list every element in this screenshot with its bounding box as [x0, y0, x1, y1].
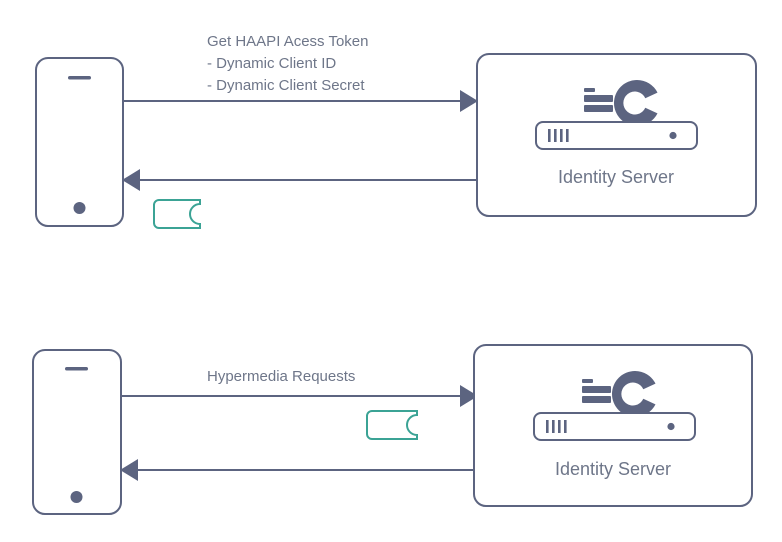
identity-server-label-2: Identity Server [555, 459, 671, 479]
server-rack-body-2 [533, 412, 696, 441]
server-rack-led-icon-2 [667, 422, 675, 431]
server-rack-vents-icon-1 [548, 129, 569, 142]
server-rack-vents-icon-2 [546, 420, 567, 433]
flow1-request-arrow [124, 90, 478, 112]
phone-home-button-icon-2 [70, 491, 83, 503]
flow2-token-badge-icon [366, 410, 418, 440]
flow2-response-arrowhead-icon [120, 459, 138, 481]
flow1-label-line1: Get HAAPI Acess Token [207, 33, 368, 50]
flow2-response-arrow [120, 459, 474, 481]
phone-home-button-icon-1 [73, 202, 86, 214]
flow1-token-shape [153, 199, 201, 229]
flow2-request-arrowhead-icon [460, 385, 478, 407]
server-rack-led-icon-1 [669, 131, 677, 140]
server-rack-body-1 [535, 121, 698, 150]
flow-section-hypermedia: Hypermedia Requests [32, 344, 753, 515]
server-rack-icon-2 [533, 412, 696, 441]
phone-speaker-icon-2 [65, 367, 88, 371]
flow1-label-line2: - Dynamic Client ID [207, 55, 336, 72]
mobile-phone-1[interactable] [35, 57, 124, 227]
curity-logo-icon-2 [582, 371, 656, 417]
identity-server-2[interactable]: Identity Server [473, 344, 753, 507]
identity-server-label-1: Identity Server [558, 167, 674, 187]
phone-body-1 [35, 57, 124, 227]
identity-server-1[interactable]: Identity Server [476, 53, 757, 217]
flow2-request-arrow [122, 385, 478, 407]
mobile-phone-2[interactable] [32, 349, 122, 515]
server-rack-icon-1 [535, 121, 698, 150]
flow1-label-line3: - Dynamic Client Secret [207, 77, 365, 94]
flow2-token-shape [366, 410, 418, 440]
phone-body-2 [32, 349, 122, 515]
curity-logo-icon-1 [584, 80, 658, 126]
flow1-token-badge-icon [153, 199, 201, 229]
flow1-request-arrowhead-icon [460, 90, 478, 112]
flow2-label-line1: Hypermedia Requests [207, 368, 355, 385]
flow-section-token: Get HAAPI Acess Token - Dynamic Client I… [35, 33, 757, 229]
flow1-response-arrow [122, 169, 476, 191]
phone-speaker-icon-1 [68, 76, 91, 80]
flow1-response-arrowhead-icon [122, 169, 140, 191]
